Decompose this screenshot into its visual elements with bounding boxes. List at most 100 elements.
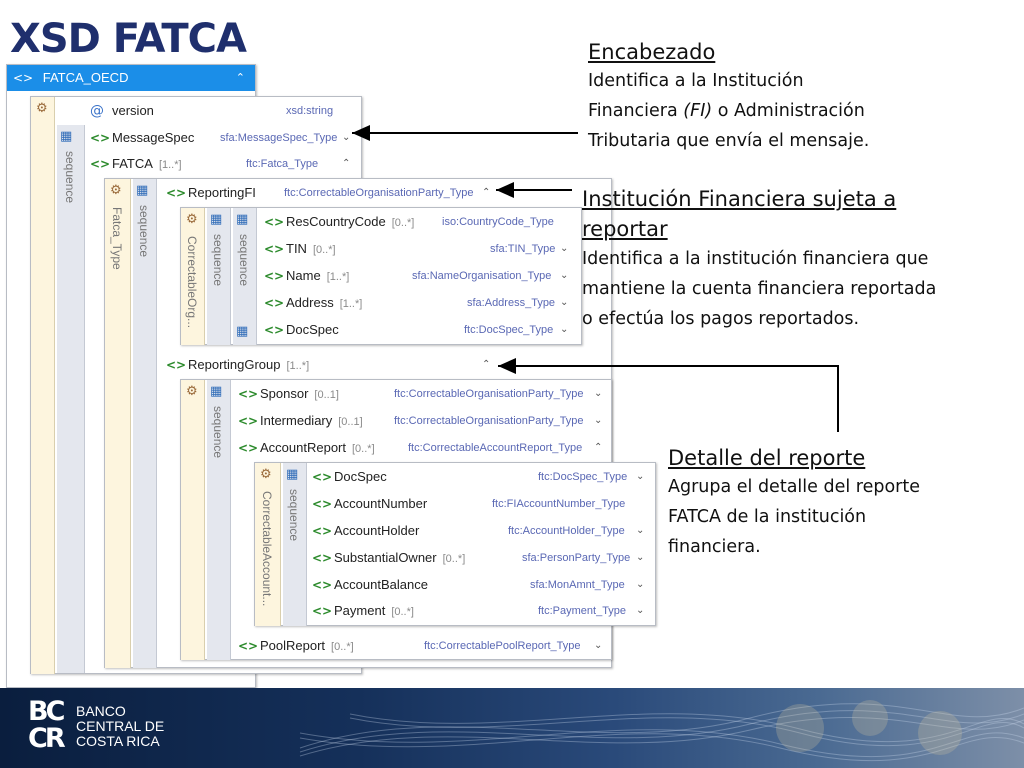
chevron-down-icon[interactable]: ⌄: [560, 324, 569, 335]
reportingfi-seq3: ▦: [233, 320, 257, 345]
bank-name: BANCO CENTRAL DE COSTA RICA: [76, 703, 165, 749]
reportingfi-type-label: CorrectableOrg...: [185, 236, 199, 329]
sequence-label: sequence: [287, 489, 301, 542]
row-rescountrycode[interactable]: <> ResCountryCode[0..*] iso:CountryCode_…: [264, 210, 574, 234]
chevron-down-icon[interactable]: ⌄: [560, 297, 569, 308]
row-address[interactable]: <> Address[1..*] sfa:Address_Type ⌄: [264, 291, 574, 315]
row-reportingfi[interactable]: <> ReportingFI ftc:CorrectableOrganisati…: [166, 181, 498, 205]
chevron-down-icon[interactable]: ⌄: [636, 525, 645, 536]
row-type: sfa:PersonParty_Type: [522, 552, 631, 564]
row-accountholder[interactable]: <> AccountHolder ftc:AccountHolder_Type …: [312, 519, 650, 543]
row-name: version: [112, 103, 154, 118]
annotation-detail: Detalle del reporte Agrupa el detalle de…: [668, 444, 1018, 562]
row-accountbalance[interactable]: <> AccountBalance sfa:MonAmnt_Type ⌄: [312, 573, 650, 597]
row-type: ftc:CorrectableAccountReport_Type: [408, 442, 583, 454]
row-type: ftc:CorrectableOrganisationParty_Type: [284, 187, 474, 199]
sequence-label: sequence: [237, 234, 251, 287]
chevron-up-icon[interactable]: ⌃: [342, 158, 351, 169]
row-name: Payment[0..*]: [334, 603, 414, 618]
row-messagespec[interactable]: <> MessageSpec sfa:MessageSpec_Type ⌄: [90, 126, 352, 150]
row-name-org[interactable]: <> Name[1..*] sfa:NameOrganisation_Type …: [264, 264, 574, 288]
row-fatca[interactable]: <> FATCA[1..*] ftc:Fatca_Type ⌃: [90, 152, 352, 176]
annotation-detail-line1: Agrupa el detalle del reporte: [668, 477, 920, 497]
attribute-icon: @: [90, 103, 104, 119]
element-icon: <>: [90, 157, 111, 171]
choice-icon: ⚙: [186, 212, 198, 227]
chevron-down-icon[interactable]: ⌄: [594, 640, 603, 651]
group-choice-strip: ⚙: [181, 380, 205, 660]
chevron-down-icon[interactable]: ⌄: [636, 471, 645, 482]
fatca-type-label: Fatca_Type: [110, 207, 124, 270]
row-name: ReportingGroup[1..*]: [188, 357, 310, 372]
chevron-down-icon[interactable]: ⌄: [636, 579, 645, 590]
element-icon: <>: [238, 441, 259, 455]
annotation-institution-line3: o efectúa los pagos reportados.: [582, 309, 860, 329]
element-icon: <>: [13, 71, 34, 85]
chevron-down-icon[interactable]: ⌄: [636, 552, 645, 563]
chevron-up-icon[interactable]: ⌃: [482, 187, 491, 198]
chevron-down-icon[interactable]: ⌄: [636, 605, 645, 616]
row-name: AccountBalance: [334, 577, 428, 592]
row-poolreport[interactable]: <> PoolReport[0..*] ftc:CorrectablePoolR…: [238, 634, 604, 658]
row-accountnumber[interactable]: <> AccountNumber ftc:FIAccountNumber_Typ…: [312, 492, 650, 516]
element-icon: <>: [312, 578, 333, 592]
element-icon: <>: [166, 186, 187, 200]
reportingfi-choice-strip: ⚙ CorrectableOrg...: [181, 208, 205, 345]
sequence-label: sequence: [211, 234, 225, 287]
row-reportinggroup[interactable]: <> ReportingGroup[1..*] ⌃: [166, 353, 498, 377]
row-tin[interactable]: <> TIN[0..*] sfa:TIN_Type ⌄: [264, 237, 574, 261]
row-type: ftc:DocSpec_Type: [464, 324, 554, 336]
choice-icon: ⚙: [260, 467, 272, 482]
logo-mark: BC CR: [28, 696, 66, 754]
annotation-header-line3: Tributaria que envía el mensaje.: [588, 131, 870, 151]
chevron-down-icon[interactable]: ⌄: [560, 243, 569, 254]
chevron-up-icon[interactable]: ⌃: [594, 442, 603, 453]
row-version[interactable]: @ version xsd:string: [90, 99, 350, 123]
row-accountreport[interactable]: <> AccountReport[0..*] ftc:CorrectableAc…: [238, 436, 604, 460]
element-icon: <>: [90, 131, 111, 145]
annotation-header-line2: Financiera (FI) o Administración: [588, 101, 865, 121]
element-icon: <>: [264, 242, 285, 256]
row-name: Sponsor[0..1]: [260, 386, 339, 401]
row-name: MessageSpec: [112, 130, 195, 145]
element-icon: <>: [312, 604, 333, 618]
group-sequence-bar: ▦ sequence: [207, 380, 231, 660]
annotation-institution-line2: mantiene la cuenta financiera reportada: [582, 279, 937, 299]
row-name: Intermediary[0..1]: [260, 413, 363, 428]
sequence-label: sequence: [137, 205, 151, 258]
account-sequence-bar: ▦ sequence: [283, 463, 307, 626]
row-sponsor[interactable]: <> Sponsor[0..1] ftc:CorrectableOrganisa…: [238, 382, 604, 406]
row-name: DocSpec: [334, 469, 387, 484]
sequence-icon: ▦: [236, 212, 249, 227]
row-name: DocSpec: [286, 322, 339, 337]
element-icon: <>: [238, 387, 259, 401]
row-type: sfa:TIN_Type: [490, 243, 556, 255]
row-type: ftc:Fatca_Type: [246, 158, 319, 170]
element-icon: <>: [312, 497, 333, 511]
annotation-header-heading: Encabezado: [588, 40, 716, 64]
row-name: Name[1..*]: [286, 268, 350, 283]
row-type: ftc:AccountHolder_Type: [508, 525, 625, 537]
fatca-sequence-bar: ▦ sequence: [133, 179, 157, 668]
root-titlebar[interactable]: <> FATCA_OECD ⌃: [7, 65, 255, 91]
chevron-down-icon[interactable]: ⌄: [594, 415, 603, 426]
row-payment[interactable]: <> Payment[0..*] ftc:Payment_Type ⌄: [312, 599, 650, 623]
account-choice-strip: ⚙ CorrectableAccount...: [255, 463, 281, 626]
annotation-institution: Institución Financiera sujeta a reportar…: [582, 184, 1022, 334]
row-docspec-acct[interactable]: <> DocSpec ftc:DocSpec_Type ⌄: [312, 465, 650, 489]
chevron-up-icon[interactable]: ⌃: [482, 359, 491, 370]
chevron-down-icon[interactable]: ⌄: [342, 132, 351, 143]
reportingfi-seq2: ▦ sequence: [233, 208, 257, 320]
chevron-up-icon[interactable]: ⌃: [235, 71, 245, 84]
fatca-choice-strip: ⚙ Fatca_Type: [105, 179, 131, 668]
annotation-institution-line1: Identifica a la institución financiera q…: [582, 249, 929, 269]
choice-icon: ⚙: [36, 101, 48, 116]
row-docspec-fi[interactable]: <> DocSpec ftc:DocSpec_Type ⌄: [264, 318, 574, 342]
element-icon: <>: [238, 639, 259, 653]
chevron-down-icon[interactable]: ⌄: [560, 270, 569, 281]
row-intermediary[interactable]: <> Intermediary[0..1] ftc:CorrectableOrg…: [238, 409, 604, 433]
root-sequence-bar: ▦ sequence: [57, 125, 85, 673]
element-icon: <>: [312, 524, 333, 538]
chevron-down-icon[interactable]: ⌄: [594, 388, 603, 399]
row-substantialowner[interactable]: <> SubstantialOwner[0..*] sfa:PersonPart…: [312, 546, 650, 570]
